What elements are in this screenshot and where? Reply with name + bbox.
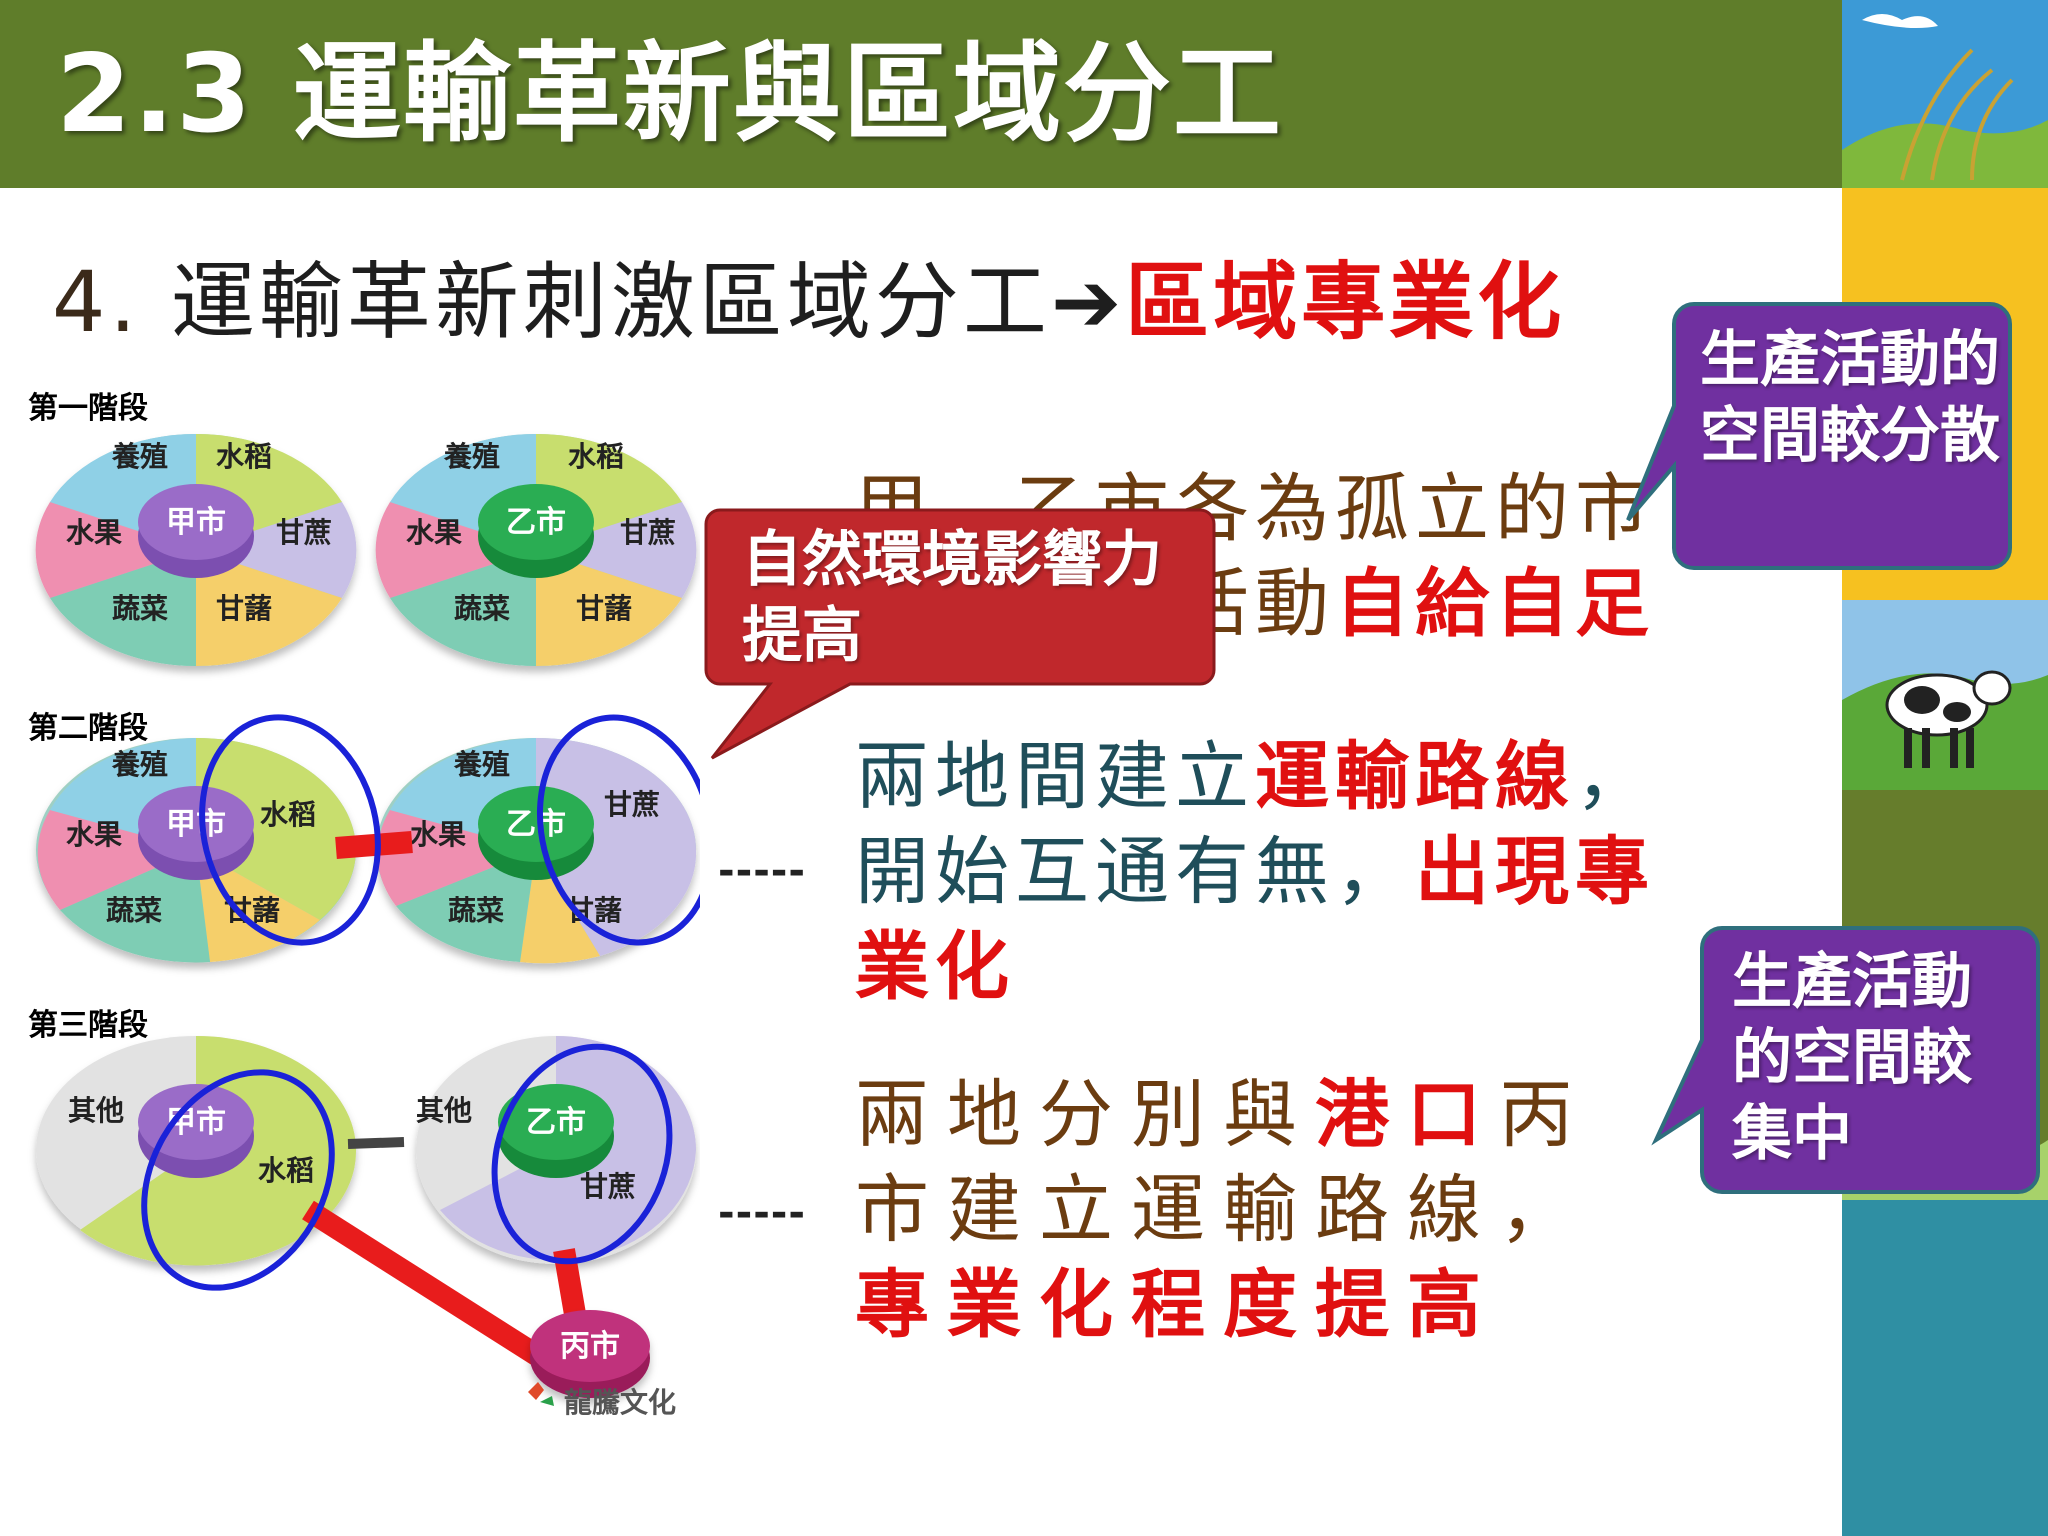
stage-3-pie-b [416,1036,696,1264]
regional-specialization-diagram: 第一階段 第二階段 第三階段 甲市 養殖 水稻 甘蔗 甘藷 蔬菜 水果 乙市 養… [28,391,700,1419]
slice-label: 水稻 [216,440,272,473]
city-c-label: 丙市 [560,1329,620,1364]
city-a-label: 甲市 [166,807,226,842]
callout-purple-bottom-text: 生產活動的空間較集中 [1732,947,1972,1169]
city-b-label: 乙市 [526,1105,586,1140]
city-b-label: 乙市 [506,505,566,540]
cow-icon [1885,670,2012,768]
heading-text: 運輸革新刺激區域分工 [170,253,1051,351]
stage-3-pie-a [36,1036,357,1266]
slice-label: 水果 [66,516,122,549]
stage-1-label: 第一階段 [28,391,148,426]
slice-label: 甘藷 [216,592,272,625]
slice-label: 水果 [406,516,462,549]
slice-label: 水稻 [258,1154,314,1187]
slice-label: 養殖 [453,748,510,781]
callout-red-text: 自然環境影響力提高 [742,525,1162,671]
stage-2-pie-a [36,738,356,963]
highlight-ellipse [199,714,381,946]
highlight-ellipse [491,1043,673,1265]
slice-label: 蔬菜 [106,894,162,927]
slice-label: 養殖 [111,440,168,473]
title-bar [0,0,1842,188]
callout-red-bubble [704,508,1216,760]
paragraph-stage-2: 兩地間建立運輸路線，開始互通有無，出現專業化 [855,730,1655,1015]
para3-text-2: 丙市建立運輸路線， [855,1072,1591,1253]
stage-1-pie-a [35,433,357,667]
para2-highlight-1: 運輸路線 [1255,734,1575,820]
slice-label: 蔬菜 [448,894,504,927]
slice-label: 甘蔗 [276,516,332,549]
city-a-label: 甲市 [166,505,226,540]
slice-label: 養殖 [111,748,168,781]
arrow-right-icon: ➔ [1050,253,1126,351]
section-heading: 4. 運輸革新刺激區域分工➔區域專業化 [52,252,1565,352]
callout-purple-bottom-bubble [1651,926,2040,1194]
para2-text-2: ，開始互通有無， [855,734,1655,915]
dash-connector: ----- [718,848,807,894]
slice-label: 蔬菜 [112,592,168,625]
slice-label: 養殖 [443,440,500,473]
para3-highlight-1: 港口 [1315,1072,1499,1158]
slice-label: 其他 [416,1094,472,1127]
para2-text-1: 兩地間建立 [855,734,1255,820]
decorative-side-strip [1842,0,2048,1536]
heading-highlight: 區域專業化 [1125,253,1566,351]
publisher-logo: 龍騰文化 [528,1382,676,1419]
stage-2-pie-b [376,738,697,964]
heading-number: 4. [52,253,141,351]
slice-label: 甘蔗 [620,516,676,549]
stage-1-pie-b [375,433,697,667]
slice-label: 甘藷 [576,592,632,625]
transport-route [335,831,413,859]
slice-label: 其他 [68,1094,124,1127]
slide-title: 2.3 運輸革新與區域分工 [56,32,1283,157]
highlight-ellipse [141,1069,335,1291]
para3-text-1: 兩地分別與 [855,1072,1315,1158]
para1-highlight: 自給自足 [1335,561,1655,647]
rice-icon [1900,48,2014,181]
dash-connector: ----- [718,1190,807,1236]
stage-3-label: 第三階段 [28,1008,148,1043]
highlight-ellipse [536,714,700,946]
stage-2-label: 第二階段 [28,711,148,746]
slice-label: 水果 [410,818,466,851]
city-c-port [530,1310,650,1398]
para2-highlight-2: 出現專業化 [855,829,1655,1010]
paragraph-stage-3: 兩地分別與港口丙市建立運輸路線， 專業化程度提高 [855,1068,1655,1353]
slice-label: 甘蔗 [580,1170,636,1203]
city-b-label: 乙市 [506,807,566,842]
slice-label: 蔬菜 [454,592,510,625]
slice-label: 甘蔗 [604,788,660,821]
slice-label: 水果 [66,818,122,851]
minor-route [347,1137,405,1149]
slice-label: 水稻 [568,440,624,473]
publisher-name: 龍騰文化 [564,1386,676,1419]
para3-highlight-2: 專業化程度提高 [855,1262,1499,1348]
slice-label: 水稻 [260,798,316,831]
transport-route [302,1200,566,1380]
callout-purple-top-text: 生產活動的空間較分散 [1700,325,2000,471]
callout-purple-top-bubble [1626,302,2012,570]
